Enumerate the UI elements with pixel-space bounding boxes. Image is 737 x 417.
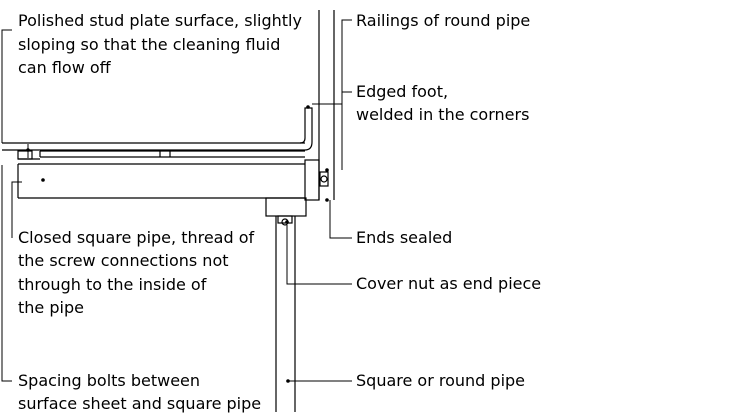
edged-foot <box>299 107 313 151</box>
label-square-pipe-closed: Closed square pipe, thread of the screw … <box>18 228 259 317</box>
label-cover-nut: Cover nut as end piece <box>356 274 541 293</box>
vertical-post <box>265 197 307 412</box>
leader-lines <box>1 19 352 382</box>
square-pipe <box>17 159 320 201</box>
stud-plate <box>2 142 305 160</box>
bolt-head <box>319 171 329 187</box>
label-spacing-bolts: Spacing bolts between surface sheet and … <box>18 371 261 413</box>
leader-dots <box>26 105 329 383</box>
label-stud-plate: Polished stud plate surface, slightly sl… <box>18 11 307 77</box>
label-ends-sealed: Ends sealed <box>356 228 452 247</box>
label-square-round-pipe: Square or round pipe <box>356 371 525 390</box>
label-railings: Railings of round pipe <box>356 11 530 30</box>
label-edged-foot: Edged foot, welded in the corners <box>356 82 529 124</box>
